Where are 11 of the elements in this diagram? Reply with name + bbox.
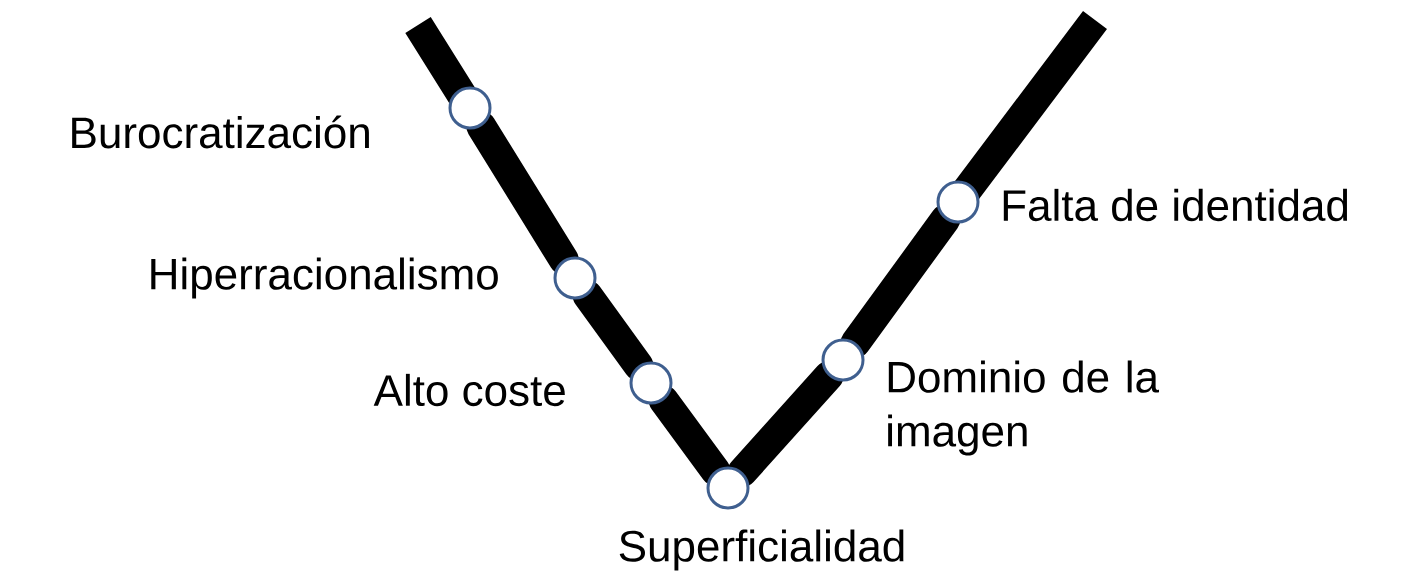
thick-line	[466, 111, 579, 275]
marker-label: Burocratización	[72, 115, 369, 149]
marker-label: Superficialidad	[619, 529, 904, 571]
thick-line	[648, 385, 731, 486]
thick-line	[840, 204, 961, 358]
marker-label: Dominio de la imagen	[888, 360, 1159, 456]
marker-label: Falta de identidad	[1003, 188, 1348, 222]
thick-line	[572, 280, 654, 381]
marker-label: Hiperracionalismo	[151, 257, 498, 299]
marker-label: Alto coste	[373, 373, 565, 407]
thick-line	[727, 361, 844, 487]
